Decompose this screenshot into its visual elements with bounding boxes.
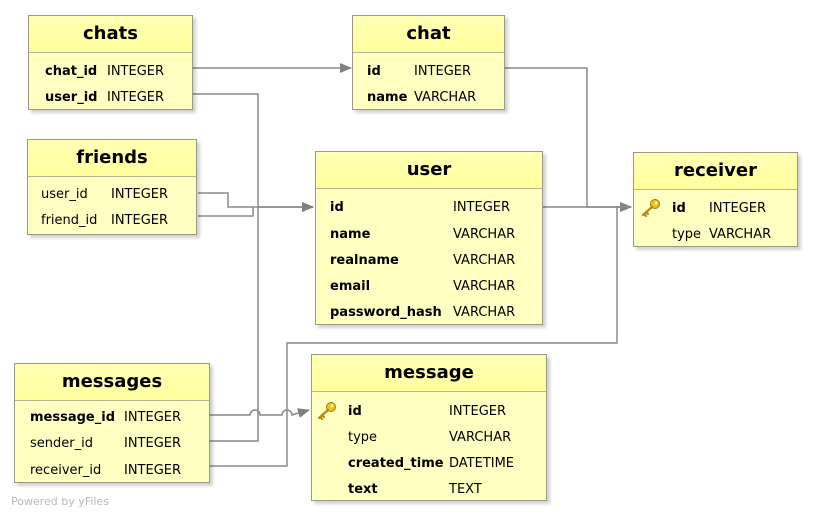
watermark: Powered by yFiles [11, 495, 109, 508]
table-title: friends [28, 140, 196, 177]
table-messages[interactable]: messages message_id INTEGER sender_id IN… [14, 363, 210, 483]
column-type: INTEGER [107, 64, 165, 79]
column-name: id [672, 201, 686, 216]
column-type: INTEGER [124, 463, 182, 478]
column-name: name [367, 90, 408, 105]
table-title: receiver [634, 153, 797, 190]
edge-messages-message_id-to-message-id [210, 408, 310, 418]
column-type: VARCHAR [414, 90, 477, 105]
table-message[interactable]: message id INTEGER type VARCHAR created_… [311, 354, 547, 501]
column-type: INTEGER [453, 200, 511, 215]
column-type: INTEGER [124, 436, 182, 451]
column-name: type [672, 227, 702, 242]
edge-chats-user_id-to-user-id [193, 93, 314, 212]
column-type: VARCHAR [709, 227, 772, 242]
edge-friends-user_id-to-user-id [198, 192, 314, 212]
table-chats[interactable]: chats chat_id INTEGER user_id INTEGER [28, 15, 193, 110]
column-name: id [348, 404, 362, 419]
column-name: message_id [30, 410, 115, 425]
column-name: sender_id [30, 436, 93, 451]
column-type: VARCHAR [453, 305, 516, 320]
column-name: type [348, 430, 378, 445]
column-name: email [330, 279, 371, 294]
edge-messages-sender_id-to-user-id [210, 207, 259, 442]
column-name: created_time [348, 456, 444, 471]
column-type: INTEGER [124, 410, 182, 425]
edge-friends-friend_id-to-user-id [198, 207, 254, 217]
column-type: VARCHAR [453, 253, 516, 268]
column-name: user_id [45, 90, 98, 105]
column-type: INTEGER [107, 90, 165, 105]
column-name: password_hash [330, 305, 442, 320]
column-name: name [330, 227, 371, 242]
table-receiver[interactable]: receiver id INTEGER type VARCHAR [633, 152, 798, 247]
table-title: chat [353, 16, 504, 53]
key-icon [641, 199, 660, 218]
column-type: INTEGER [709, 201, 767, 216]
column-name: friend_id [41, 213, 98, 228]
column-type: INTEGER [111, 187, 169, 202]
table-title: user [316, 152, 542, 189]
column-name: chat_id [45, 64, 98, 79]
column-type: VARCHAR [449, 430, 512, 445]
column-type: INTEGER [111, 213, 169, 228]
column-type: INTEGER [414, 64, 472, 79]
column-name: realname [330, 253, 399, 268]
column-type: DATETIME [449, 456, 515, 471]
column-type: VARCHAR [453, 227, 516, 242]
column-type: TEXT [449, 482, 482, 497]
table-user[interactable]: user id INTEGER name VARCHAR realname VA… [315, 151, 543, 325]
column-type: VARCHAR [453, 279, 516, 294]
column-name: user_id [41, 187, 88, 202]
column-type: INTEGER [449, 404, 507, 419]
column-name: id [367, 64, 381, 79]
edge-messages-receiver_id-to-receiver-id [210, 206, 631, 467]
table-title: messages [15, 364, 209, 401]
column-name: text [348, 482, 378, 497]
column-name: id [330, 200, 344, 215]
column-name: receiver_id [30, 463, 102, 478]
table-title: message [312, 355, 546, 392]
table-friends[interactable]: friends user_id INTEGER friend_id INTEGE… [27, 139, 197, 235]
key-icon [317, 402, 336, 421]
table-title: chats [29, 16, 192, 53]
table-chat[interactable]: chat id INTEGER name VARCHAR [352, 15, 505, 110]
